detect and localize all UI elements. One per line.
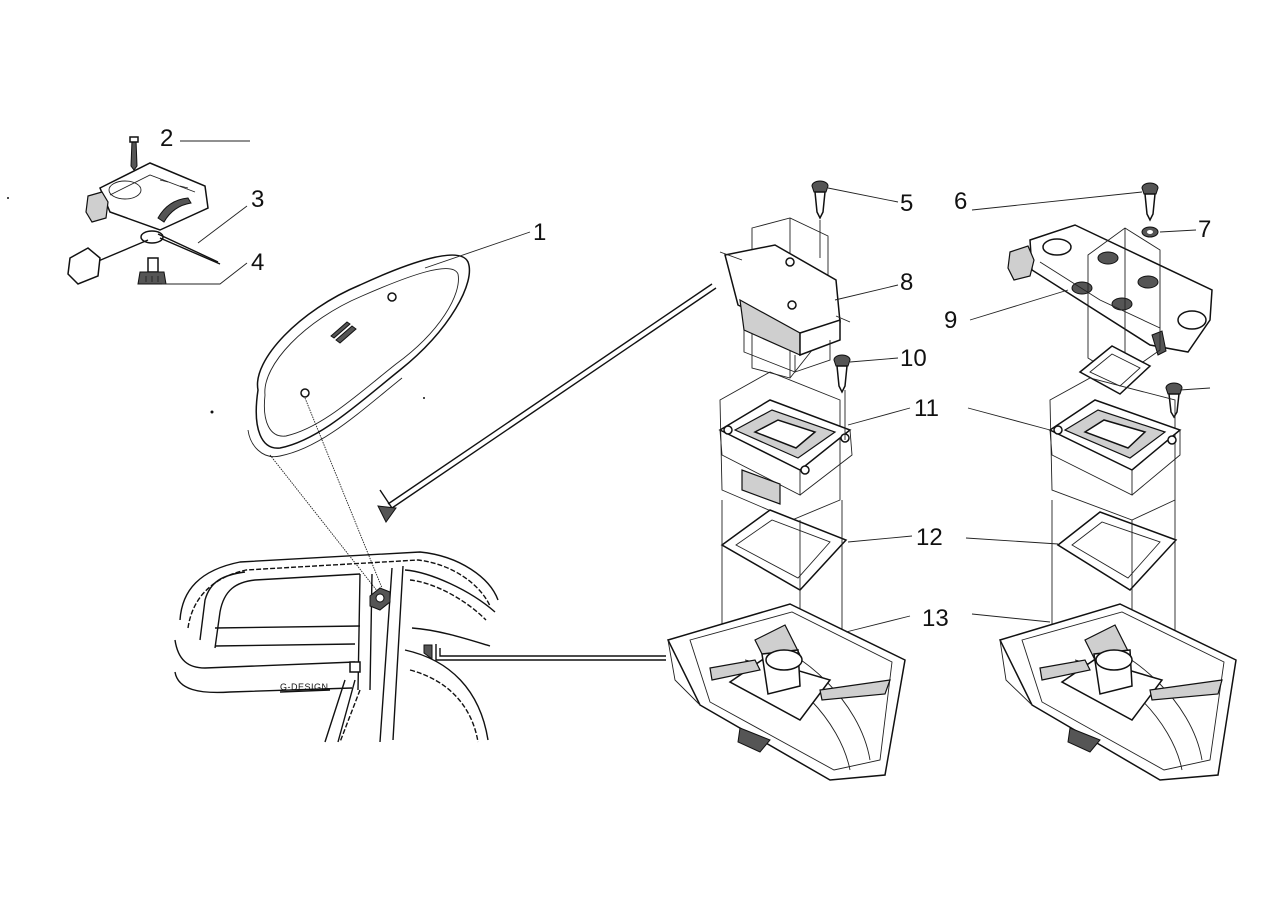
leader-line-11 [847, 407, 911, 426]
roof-design-mark: G-DESIGN [280, 682, 329, 692]
scan-specks [7, 197, 425, 414]
trim-panel-part-13 [666, 603, 906, 781]
screw-right-small [1165, 382, 1211, 419]
callout-labels: 1 2 3 4 5 6 7 8 9 10 11 12 13 [160, 125, 1211, 632]
callout-3: 3 [251, 186, 264, 213]
projection-lines-lens [269, 397, 383, 593]
leader-line-13 [845, 615, 911, 633]
roof-lamp-lens-part-1 [247, 254, 471, 458]
leader-line-8 [834, 284, 899, 301]
lamp-plate-right [1078, 345, 1152, 395]
callout-7: 7 [1198, 216, 1211, 243]
callout-11: 11 [914, 395, 939, 422]
callout-1: 1 [533, 219, 546, 246]
callout-10: 10 [900, 345, 927, 372]
right-lamp-stack [965, 182, 1237, 781]
washer-part-7 [1141, 226, 1159, 238]
leader-line-10 [849, 357, 899, 363]
callout-8: 8 [900, 269, 913, 296]
lamp-base-part-11 [718, 371, 853, 521]
screw-part-5 [811, 180, 829, 220]
callout-5: 5 [900, 190, 913, 217]
leader-line-7 [1159, 229, 1197, 233]
leader-line-5 [827, 187, 899, 203]
pointer-line-to-module [377, 283, 717, 523]
callout-4: 4 [251, 249, 264, 276]
screw-part-2 [129, 136, 139, 171]
leader-line-11-right [967, 407, 1051, 431]
screw-part-10 [833, 354, 851, 394]
leader-line-12-right [965, 537, 1059, 545]
callout-2: 2 [160, 125, 173, 152]
leader-lines-left [162, 140, 250, 285]
gasket-part-12 [720, 509, 848, 591]
trim-panel-right [998, 603, 1237, 781]
callout-12: 12 [916, 524, 943, 551]
leader-line-1 [424, 231, 531, 269]
callout-9: 9 [944, 307, 957, 334]
gasket-right [1056, 511, 1178, 591]
leader-line-9 [969, 289, 1069, 321]
knob-part-4 [137, 257, 167, 285]
leader-line-12 [847, 535, 913, 543]
lamp-bracket-assembly [67, 136, 221, 285]
callout-6: 6 [954, 188, 967, 215]
car-roof-section: G-DESIGN [174, 551, 666, 743]
callout-13: 13 [922, 605, 949, 632]
leader-line-13-right [971, 613, 1051, 623]
lamp-base-right [1048, 377, 1182, 521]
leader-line-6 [971, 191, 1143, 211]
adjusting-rod-part-3 [67, 230, 221, 285]
lamp-bracket [85, 162, 209, 231]
lamp-housing-part-8 [719, 244, 851, 373]
mounting-plate-part-9 [1007, 224, 1213, 356]
screw-part-6 [1141, 182, 1159, 222]
center-lamp-stack [666, 180, 913, 781]
